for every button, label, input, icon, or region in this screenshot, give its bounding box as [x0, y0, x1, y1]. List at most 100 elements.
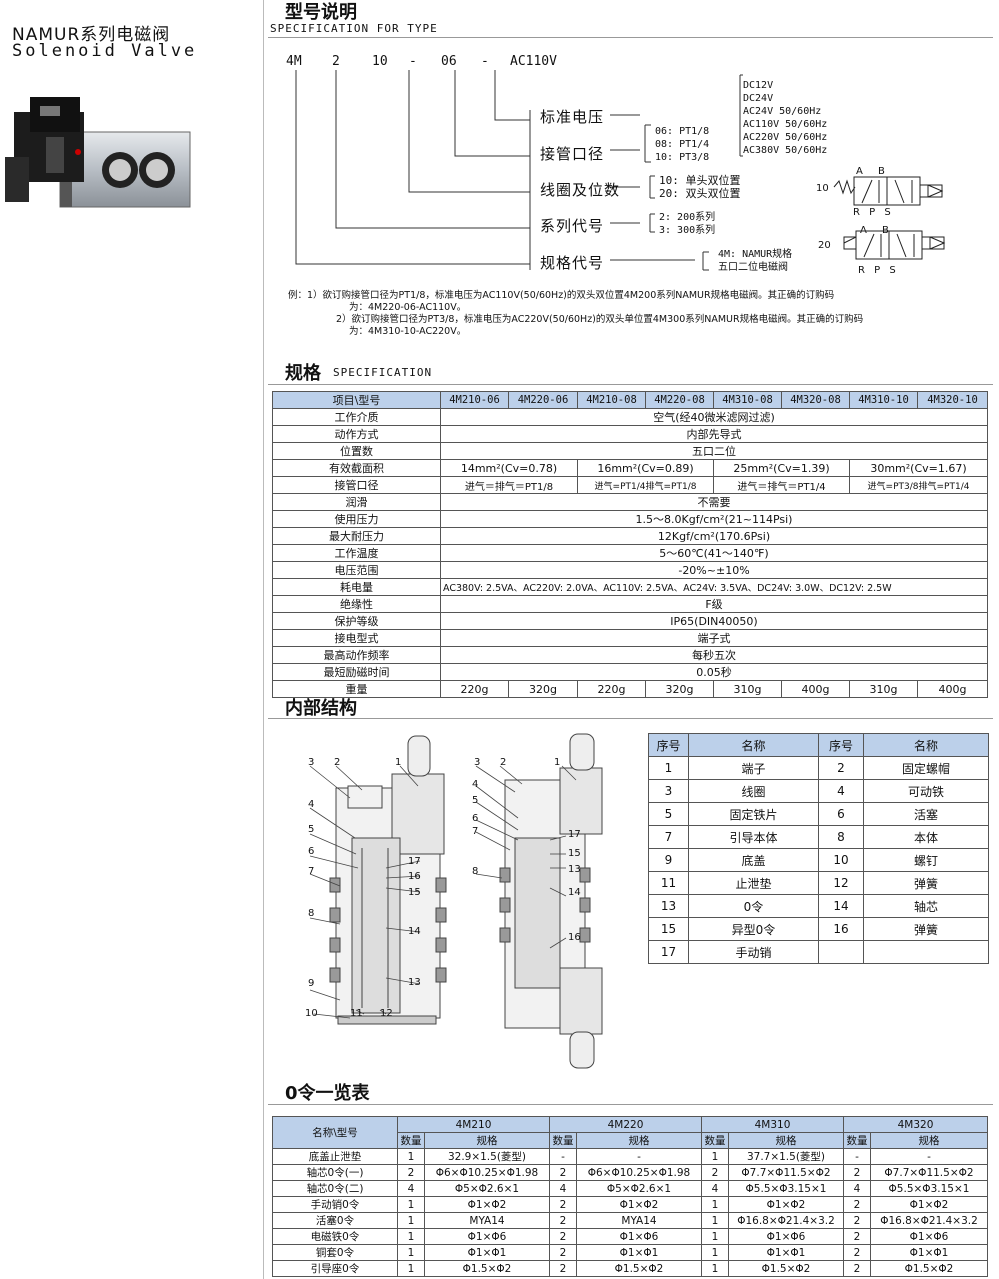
oring-row-label: 活塞0令: [272, 1212, 398, 1229]
spec-row-value: AC380V: 2.5VA、AC220V: 2.0VA、AC110V: 2.5V…: [440, 578, 988, 596]
oring-cell: 2: [549, 1212, 577, 1229]
parts-cell: 12: [818, 871, 864, 895]
oring-cell: Φ1.5×Φ2: [870, 1260, 988, 1277]
oring-cell: -: [870, 1148, 988, 1165]
oring-cell: 2: [549, 1260, 577, 1277]
brand-cn: NAMUR系列电磁阀: [12, 25, 171, 45]
oring-corner: 名称\型号: [272, 1116, 398, 1149]
oring-row-label: 手动销0令: [272, 1196, 398, 1213]
parts-header: 序号: [648, 733, 689, 757]
spec-row-label: 重量: [272, 680, 441, 698]
parts-cell: 手动销: [688, 940, 819, 964]
code-part-dash: -: [409, 54, 417, 69]
callout: 11: [350, 1008, 363, 1019]
oring-cell: Φ5×Φ2.6×1: [576, 1180, 702, 1197]
oring-cell: -: [549, 1148, 577, 1165]
callout: 16: [568, 932, 581, 943]
note-2-cont: 为：4M310-10-AC220V。: [349, 326, 467, 337]
parts-cell: [818, 940, 864, 964]
spec-row-value: 0.05秒: [440, 663, 988, 681]
oring-row-label: 电磁铁0令: [272, 1228, 398, 1245]
spec-model: 4M320-10: [917, 391, 988, 409]
oring-group: 4M320: [843, 1116, 988, 1133]
label-series: 系列代号: [540, 217, 605, 235]
oring-cell: Φ5.5×Φ3.15×1: [728, 1180, 844, 1197]
spec-row-value: 310g: [713, 680, 782, 698]
oring-cell: Φ1×Φ2: [870, 1196, 988, 1213]
label-voltage: 标准电压: [540, 108, 605, 126]
parts-cell: 底盖: [688, 848, 819, 872]
spec-option: 五口二位电磁阀: [718, 262, 788, 273]
oring-cell: Φ1×Φ1: [728, 1244, 844, 1261]
spec-row-action: 动作方式内部先导式: [272, 425, 988, 443]
oring-cell: Φ1×Φ2: [576, 1196, 702, 1213]
oring-cell: MYA14: [576, 1212, 702, 1229]
spec-row-positions: 位置数五口二位: [272, 442, 988, 460]
oring-cell: Φ6×Φ10.25×Φ1.98: [576, 1164, 702, 1181]
oring-cell: 1: [397, 1260, 425, 1277]
oring-qty-header: 数量: [549, 1132, 577, 1149]
callout: 17: [408, 856, 421, 867]
spec-model: 4M210-06: [440, 391, 509, 409]
spec-option: 4M: NAMUR规格: [718, 249, 793, 260]
voltage-option: DC24V: [743, 93, 774, 104]
oring-cell: 2: [549, 1228, 577, 1245]
callout: 8: [308, 908, 315, 919]
parts-cell: 17: [648, 940, 689, 964]
oring-cell: 2: [843, 1212, 871, 1229]
spec-row-value: 400g: [781, 680, 850, 698]
spec-row-value: 进气=PT1/4排气=PT1/8: [577, 476, 714, 494]
parts-cell: 固定铁片: [688, 802, 819, 826]
parts-cell: 10: [818, 848, 864, 872]
voltage-options: DC12V DC24V AC24V 50/60Hz AC110V 50/60Hz…: [743, 79, 827, 157]
spec-table: 项目\型号 4M210-06 4M220-06 4M210-08 4M220-0…: [272, 391, 988, 698]
oring-spec-header: 规格: [424, 1132, 550, 1149]
symbol-10-label: 10: [816, 183, 829, 194]
oring-cell: 1: [397, 1196, 425, 1213]
callout: 1: [554, 757, 561, 768]
type-section-subtitle: SPECIFICATION FOR TYPE: [270, 22, 438, 35]
parts-cell: 15: [648, 917, 689, 941]
parts-cell: 引导本体: [688, 825, 819, 849]
spec-section-title: 规格: [285, 363, 321, 384]
callout: 2: [500, 757, 507, 768]
spec-row-label: 使用压力: [272, 510, 441, 528]
oring-group: 4M310: [701, 1116, 844, 1133]
parts-cell: 13: [648, 894, 689, 918]
spec-row-label: 耗电量: [272, 578, 441, 596]
parts-cell: 2: [818, 756, 864, 780]
internal-structure-drawing: [309, 733, 603, 1069]
oring-section-title: 0令一览表: [285, 1083, 370, 1104]
callout: 15: [568, 848, 581, 859]
parts-cell: 14: [818, 894, 864, 918]
spec-row-connection: 接电型式端子式: [272, 629, 988, 647]
port-option: 06: PT1/8: [655, 126, 710, 137]
oring-cell: 2: [843, 1164, 871, 1181]
callout: 2: [334, 757, 341, 768]
oring-cell: 1: [701, 1148, 729, 1165]
callout: 6: [472, 813, 479, 824]
oring-cell: Φ1×Φ6: [576, 1228, 702, 1245]
series-option: 3: 300系列: [659, 225, 716, 236]
note-2: 2）欲订购接管口径为PT3/8，标准电压为AC220V(50/60Hz)的双头单…: [336, 314, 864, 325]
parts-cell: 4: [818, 779, 864, 803]
parts-cell: 16: [818, 917, 864, 941]
spec-row-value: 320g: [508, 680, 578, 698]
oring-cell: 37.7×1.5(菱型): [728, 1148, 844, 1165]
spec-row-value: 端子式: [440, 629, 988, 647]
oring-cell: 4: [549, 1180, 577, 1197]
type-section-title: 型号说明: [285, 2, 357, 23]
callout: 8: [472, 866, 479, 877]
parts-cell: 3: [648, 779, 689, 803]
voltage-option: DC12V: [743, 80, 774, 91]
parts-cell: 11: [648, 871, 689, 895]
